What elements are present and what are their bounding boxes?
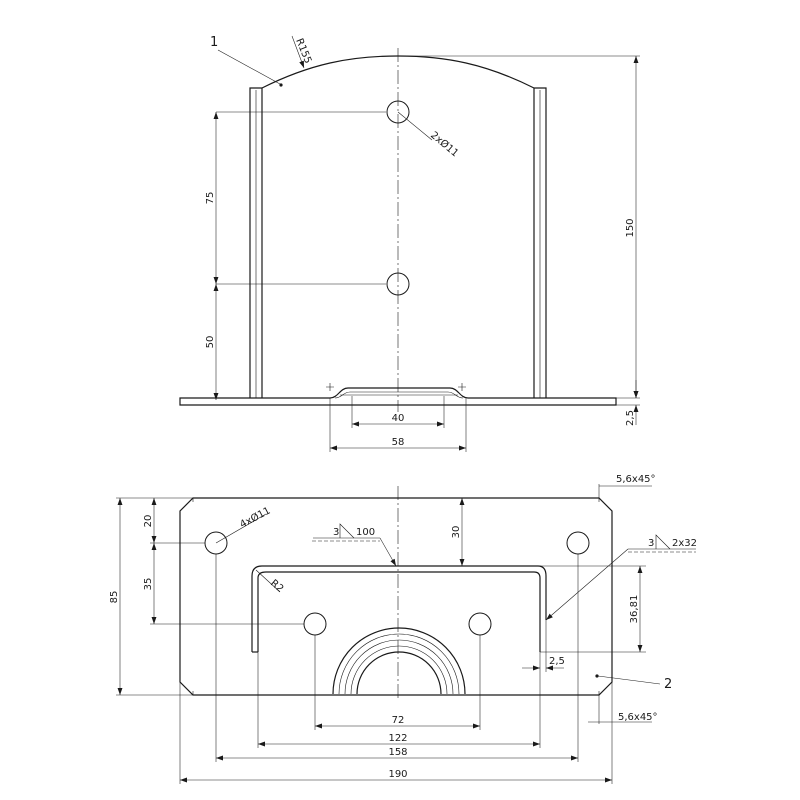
plan-hole-top-right <box>566 531 590 555</box>
weld-2-arrow <box>545 548 629 621</box>
weld-1-size: 3 <box>333 527 339 538</box>
dim-122: 122 <box>388 733 407 744</box>
dim-20: 20 <box>143 515 154 528</box>
dim-2-5: 2,5 <box>549 656 565 667</box>
part-1-leader <box>217 49 281 85</box>
front-view: 75 50 150 2,5 40 58 R155 2xØ11 1 <box>179 35 640 452</box>
dim-50: 50 <box>205 336 216 349</box>
part-label-1: 1 <box>210 35 218 50</box>
dim-72: 72 <box>392 715 405 726</box>
weld-1-length: 100 <box>356 527 375 538</box>
front-base-plate-inner <box>334 391 464 399</box>
front-cross-marks <box>326 383 466 391</box>
dim-75: 75 <box>205 192 216 205</box>
weld-1-arrow <box>379 537 397 567</box>
chamfer-bottom: 5,6x45° <box>618 712 658 723</box>
dim-190: 190 <box>388 769 407 780</box>
front-hole-leader <box>397 111 433 141</box>
plan-hole-leader <box>215 513 267 544</box>
dim-150: 150 <box>625 218 636 237</box>
weld-2-spec: 2x32 <box>672 538 697 549</box>
plan-hole-callout: 4xØ11 <box>238 505 273 531</box>
chamfer-top: 5,6x45° <box>616 474 656 485</box>
part-2-leader <box>597 675 661 685</box>
weld-2-fillet-symbol <box>655 534 671 550</box>
dim-40: 40 <box>392 413 405 424</box>
dim-35: 35 <box>143 578 154 591</box>
dim-58: 58 <box>392 437 405 448</box>
radius-leader <box>291 35 305 69</box>
front-hole-callout: 2xØ11 <box>428 129 461 159</box>
weld-2-size: 3 <box>648 538 654 549</box>
dim-85: 85 <box>109 591 120 604</box>
part-1-leader-dot <box>279 83 283 87</box>
weld-1-fillet-symbol <box>339 523 355 539</box>
dim-36-81: 36,81 <box>629 595 640 624</box>
plan-upright-outer <box>251 565 547 652</box>
radius-r155: R155 <box>293 37 313 65</box>
part-label-2: 2 <box>664 677 672 692</box>
dim-30: 30 <box>451 526 462 539</box>
plan-hole-mid-left <box>303 612 327 636</box>
front-base-plate <box>179 387 617 406</box>
plan-base-plate-chamfer-marks <box>192 498 600 695</box>
dim-158: 158 <box>388 747 407 758</box>
plan-hole-mid-right <box>468 612 492 636</box>
dim-2-5: 2,5 <box>625 410 636 426</box>
plan-upright-inner <box>257 571 541 652</box>
bend-radius: R2 <box>268 578 285 595</box>
bend-radius-leader <box>255 569 281 593</box>
plan-view: 85 20 35 30 36,81 2,5 72 122 15 <box>109 474 697 784</box>
plan-stiffener-arch <box>332 627 466 695</box>
part-2-leader-dot <box>595 674 599 678</box>
